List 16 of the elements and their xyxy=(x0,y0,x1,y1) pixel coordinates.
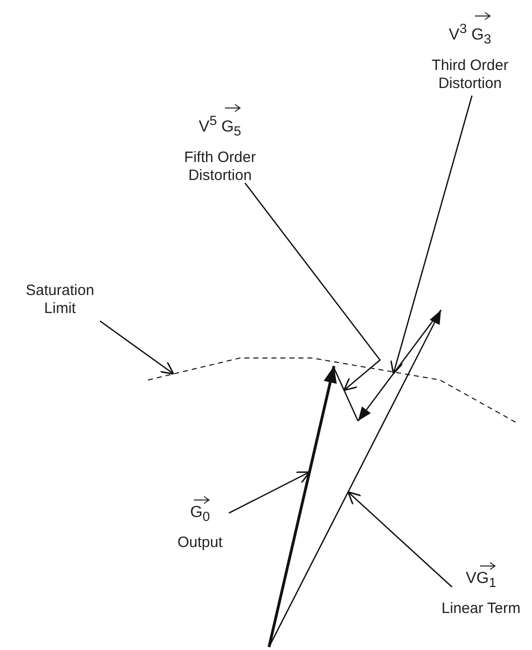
vector-symbol: V$^{3}$ G$_{3}$ xyxy=(448,10,492,49)
leader-line xyxy=(100,320,174,375)
vector-symbol: VG$_{1}$ xyxy=(466,560,496,592)
saturation-curve xyxy=(148,358,518,424)
label-text: Output xyxy=(177,534,223,552)
leader-line xyxy=(390,95,473,374)
leader-line xyxy=(228,471,310,514)
label-text: Linear Term xyxy=(442,600,520,618)
leader-line xyxy=(347,491,452,588)
label-text: Saturation Limit xyxy=(24,282,96,318)
leader-line xyxy=(244,182,381,391)
label-text: Third Order Distortion xyxy=(430,56,510,93)
label-text: Fifth Order Distortion xyxy=(183,148,257,185)
vector-arrow xyxy=(268,310,442,648)
vector-symbol: V$^{5}$ G$_{5}$ xyxy=(198,102,242,141)
vector-symbol: G$_{0}$ xyxy=(190,494,210,526)
